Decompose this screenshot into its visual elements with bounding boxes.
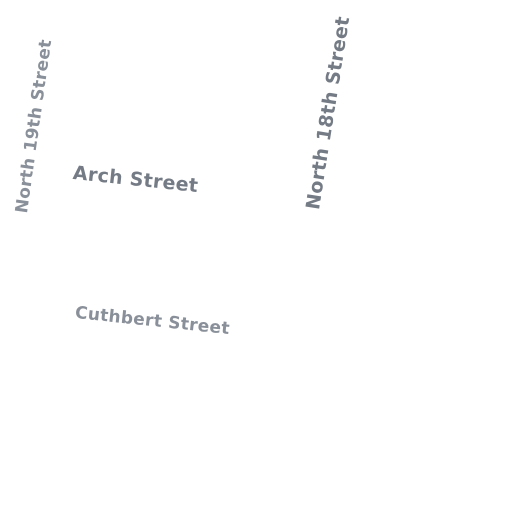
street-label-cuthbert: Cuthbert Street xyxy=(74,303,231,340)
street-label-north-18th: North 18th Street xyxy=(302,14,355,212)
street-label-arch: Arch Street xyxy=(71,162,200,198)
street-label-north-19th: North 19th Street xyxy=(12,38,57,215)
